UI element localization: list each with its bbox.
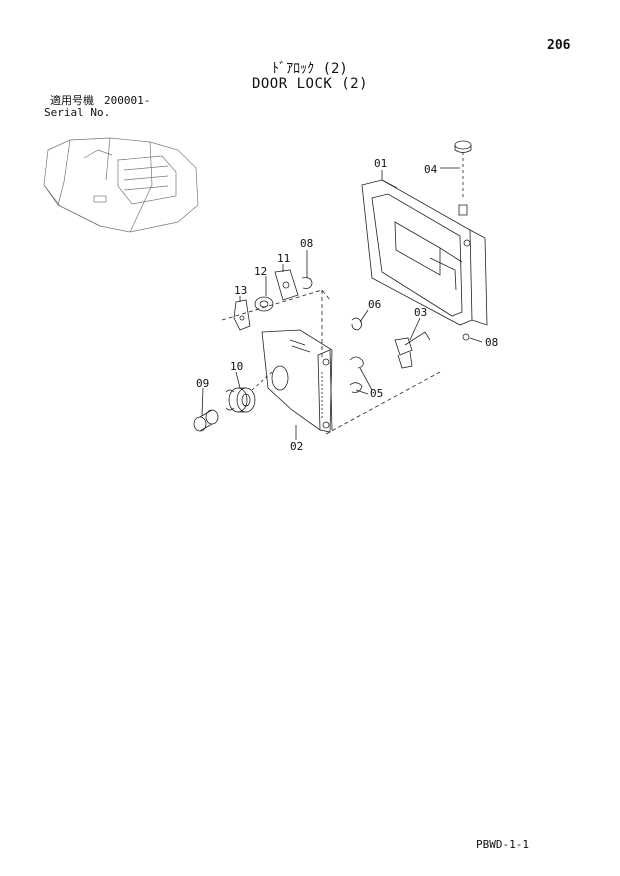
title-japanese: ﾄﾞｱﾛｯｸ (2) — [272, 61, 348, 77]
callout-02: 02 — [290, 440, 303, 453]
serial-value: 200001- — [104, 94, 151, 107]
page-number: 206 — [547, 38, 571, 53]
callout-09: 09 — [196, 377, 209, 390]
callout-01: 01 — [374, 157, 387, 170]
callout-04: 04 — [424, 163, 438, 176]
callout-12: 12 — [254, 265, 267, 278]
callout-13: 13 — [234, 284, 247, 297]
callout-06: 06 — [368, 298, 381, 311]
callout-03: 03 — [414, 306, 427, 319]
lock-housing-02 — [261, 329, 333, 433]
key-cylinder-09 — [193, 409, 219, 432]
serial-info: 適用号機 200001- Serial No. — [44, 95, 150, 119]
spring-06 — [349, 317, 364, 369]
pin-05 — [349, 382, 363, 393]
callout-10: 10 — [230, 360, 243, 373]
callout-08-right: 08 — [485, 336, 498, 349]
latch-03 — [394, 331, 431, 369]
plate-11 — [274, 269, 299, 301]
callout-08-top: 08 — [300, 237, 313, 250]
footer-code: PBWD-1-1 — [476, 838, 529, 851]
bracket-13 — [233, 299, 251, 331]
title-english: DOOR LOCK (2) — [251, 76, 369, 92]
clip-08 — [301, 277, 313, 289]
callout-11: 11 — [277, 252, 290, 265]
bolt-04 — [454, 140, 472, 216]
serial-label-jp: 適用号機 — [50, 94, 94, 107]
bushing-10 — [225, 387, 256, 413]
serial-label-en: Serial No. — [44, 106, 111, 119]
callout-05: 05 — [370, 387, 383, 400]
machine-thumbnail — [43, 137, 199, 233]
